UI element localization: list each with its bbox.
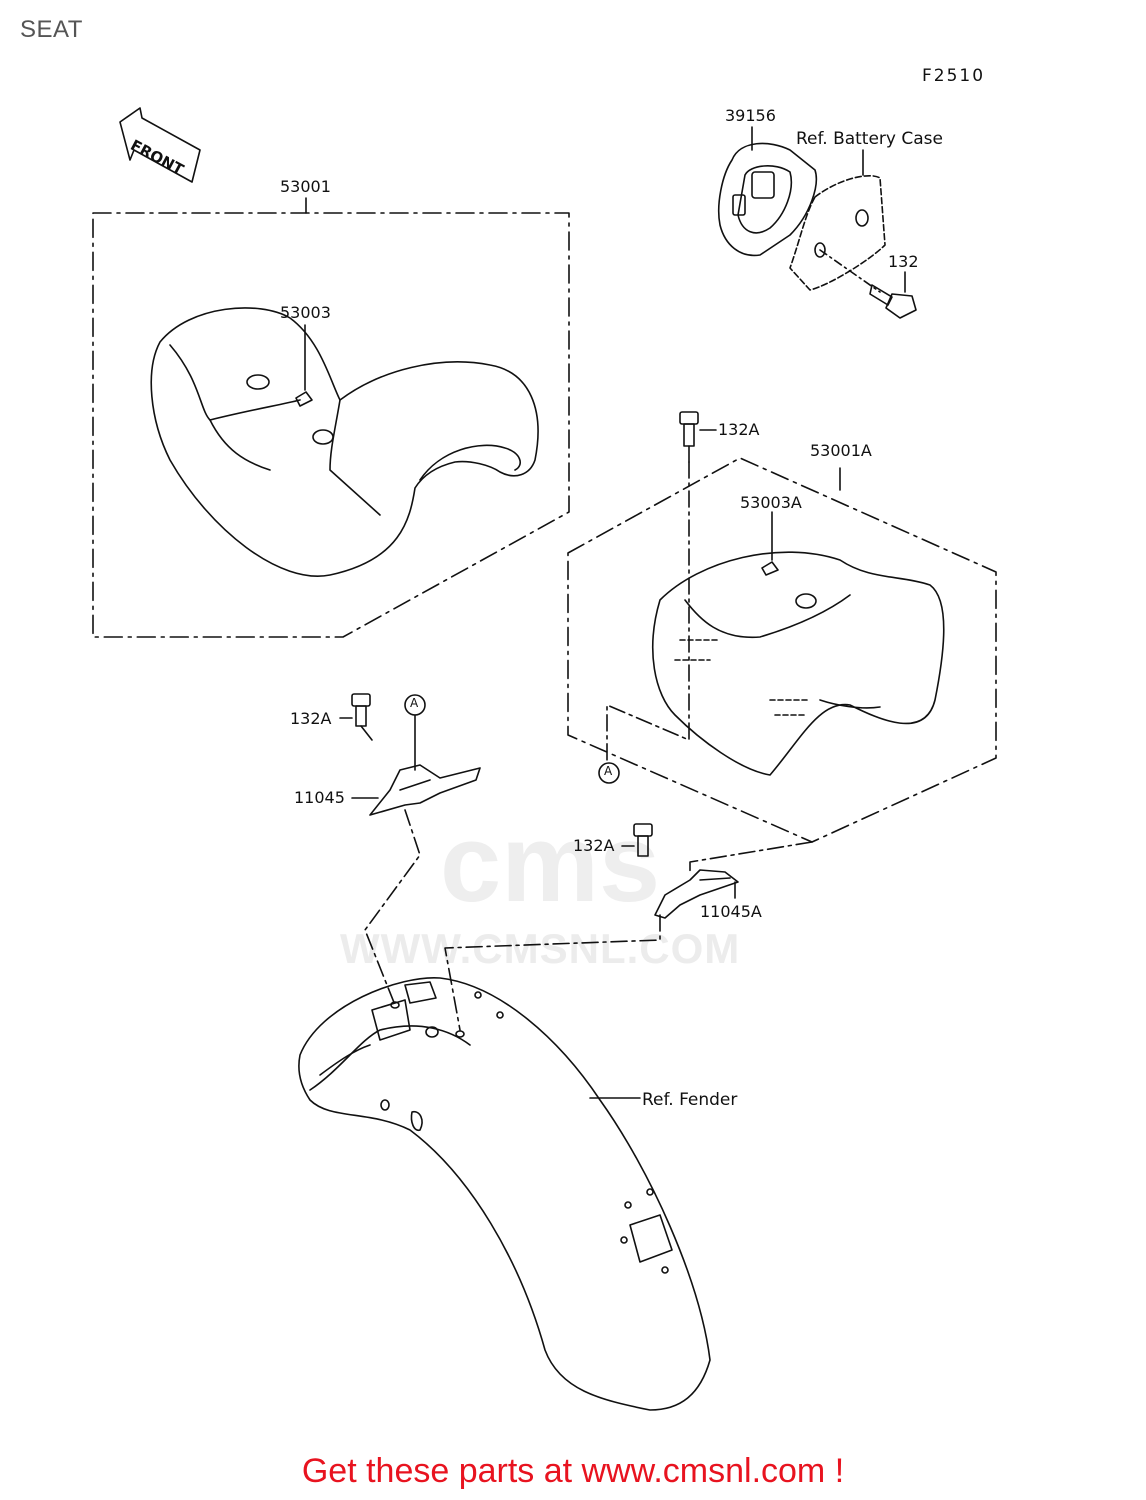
page-title: SEAT bbox=[20, 16, 83, 43]
bracket-11045a-shape bbox=[654, 869, 739, 919]
marker-a-left: A bbox=[410, 696, 419, 710]
bolt-132-shape bbox=[819, 249, 917, 319]
figure-code: F2510 bbox=[922, 66, 986, 86]
callout-39156: 39156 bbox=[725, 106, 776, 125]
watermark-url: WWW.CMSNL.COM bbox=[340, 925, 741, 972]
rear-fender-shape bbox=[298, 977, 711, 1411]
callout-11045: 11045 bbox=[294, 788, 345, 807]
front-arrow-icon bbox=[119, 107, 201, 183]
marker-a-right: A bbox=[604, 764, 613, 778]
callout-11045a: 11045A bbox=[700, 902, 762, 921]
bracket-11045-shape bbox=[351, 714, 481, 816]
callout-battery-case: Ref. Battery Case bbox=[796, 129, 943, 149]
bolt-132a-top-shape bbox=[606, 411, 717, 761]
callout-132: 132 bbox=[888, 252, 919, 271]
callout-53003a: 53003A bbox=[740, 493, 802, 512]
callout-fender: Ref. Fender bbox=[642, 1090, 738, 1110]
bolt-132a-left-shape bbox=[339, 693, 373, 741]
callout-53001a: 53001A bbox=[810, 441, 872, 460]
marker-a-right-circle bbox=[598, 762, 620, 784]
callout-53003: 53003 bbox=[280, 303, 331, 322]
callout-132a-left: 132A bbox=[290, 709, 332, 728]
rear-seat-group-box bbox=[567, 457, 997, 843]
bolt-132a-right-shape bbox=[621, 823, 653, 857]
watermark-logo: cms bbox=[440, 802, 661, 925]
callout-132a-right: 132A bbox=[573, 836, 615, 855]
callout-132a-top: 132A bbox=[718, 420, 760, 439]
rear-seat-shape bbox=[651, 511, 945, 776]
callout-53001: 53001 bbox=[280, 177, 331, 196]
front-seat-shape bbox=[150, 307, 539, 577]
footer-promo-link[interactable]: Get these parts at www.cmsnl.com ! bbox=[301, 1452, 845, 1490]
storage-case-shape bbox=[717, 126, 817, 257]
battery-case-plate bbox=[789, 149, 886, 291]
seat-group-box bbox=[92, 212, 570, 638]
